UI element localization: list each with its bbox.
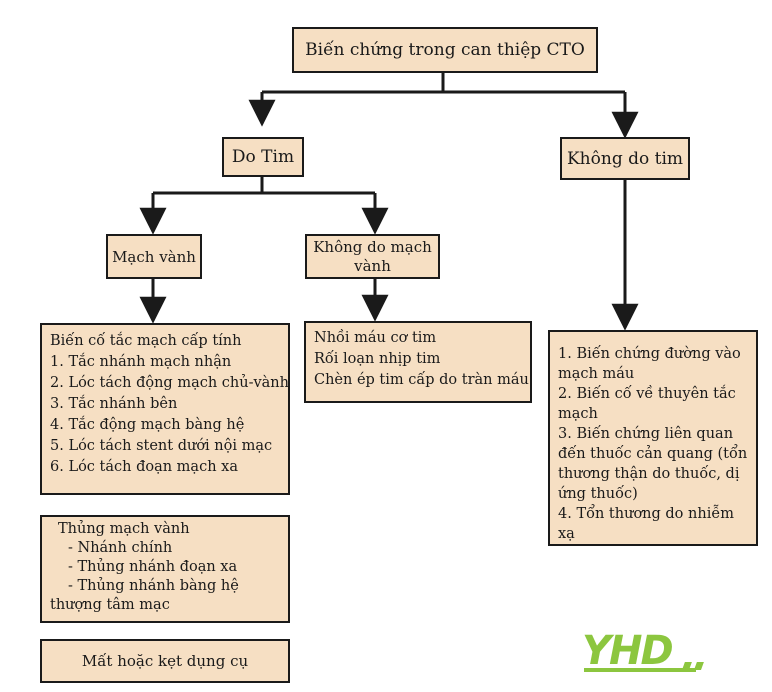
bien-co-tac-mach-box: Biến cố tắc mạch cấp tính 1. Tắc nhánh m…	[40, 323, 290, 495]
mat-dung-cu-box: Mất hoặc kẹt dụng cụ	[40, 639, 290, 683]
khong-do-mach-vanh-label: Không do mạch vành	[313, 237, 432, 275]
list-item: 2. Lóc tách động mạch chủ-vành	[50, 375, 289, 391]
list-item: 5. Lóc tách stent dưới nội mạc	[50, 438, 273, 454]
list-item: - Thủng nhánh đoạn xa	[68, 559, 238, 575]
khong-do-tim-label: Không do tim	[566, 148, 684, 169]
list-item: Rối loạn nhịp tim	[314, 351, 441, 367]
do-tim-label: Do Tim	[231, 147, 295, 167]
list-item: 4. Tắc động mạch bàng hệ	[50, 417, 245, 433]
do-tim-box: Do Tim	[222, 137, 304, 177]
list-item: - Nhánh chính	[68, 540, 173, 556]
list-item: 4. Tổn thương do nhiễm xạ	[558, 506, 735, 542]
list-item: 3. Tắc nhánh bên	[50, 396, 178, 412]
yhd-logo: YHD	[582, 628, 704, 674]
logo-text: YHD	[582, 628, 672, 674]
root-box: Biến chứng trong can thiệp CTO	[292, 27, 598, 73]
list-item: 6. Lóc tách đoạn mạch xa	[50, 459, 238, 475]
list-item: 3. Biến chứng liên quan đến thuốc cản qu…	[558, 426, 748, 502]
list-item: 1. Biến chứng đường vào mạch máu	[558, 346, 741, 382]
list-item: Biến cố tắc mạch cấp tính	[50, 333, 242, 349]
list-item: Chèn ép tim cấp do tràn máu	[314, 372, 529, 388]
list-item: 1. Tắc nhánh mạch nhận	[50, 354, 232, 370]
khong-do-tim-box: Không do tim	[560, 137, 690, 180]
khong-do-mach-vanh-list-box: Nhồi máu cơ tim Rối loạn nhịp tim Chèn é…	[304, 321, 532, 403]
list-item: 2. Biến cố về thuyên tắc mạch	[558, 386, 736, 422]
root-label: Biến chứng trong can thiệp CTO	[305, 40, 585, 60]
mach-vanh-box: Mạch vành	[106, 234, 202, 279]
khong-do-tim-list-box: 1. Biến chứng đường vào mạch máu 2. Biến…	[548, 330, 758, 546]
list-item: Thủng mạch vành	[58, 521, 190, 537]
mat-dung-cu-label: Mất hoặc kẹt dụng cụ	[81, 652, 249, 670]
thung-mach-vanh-box: Thủng mạch vành - Nhánh chính - Thủng nh…	[40, 515, 290, 623]
list-item: thượng tâm mạc	[50, 597, 170, 613]
khong-do-mach-vanh-box: Không do mạch vành	[305, 234, 440, 279]
mach-vanh-label: Mạch vành	[112, 247, 196, 266]
list-item: Nhồi máu cơ tim	[314, 330, 437, 346]
list-item: - Thủng nhánh bàng hệ	[68, 578, 239, 594]
